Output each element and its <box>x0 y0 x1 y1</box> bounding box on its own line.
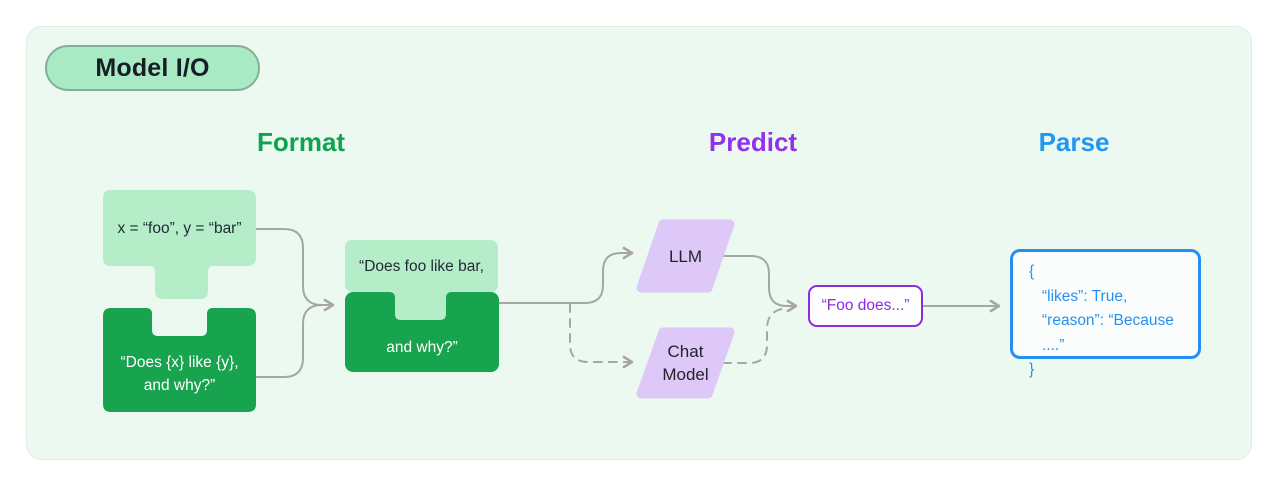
template-piece-shape <box>103 308 256 412</box>
vars-piece-shape <box>103 190 256 299</box>
connector-group <box>255 228 1001 378</box>
parsed-output-node: { “likes”: True, “reason”: “Because ....… <box>1010 249 1201 378</box>
model-io-badge: Model I/O <box>45 45 260 91</box>
parse-header: Parse <box>1038 127 1110 157</box>
merged-piece-dark-shape <box>345 292 499 372</box>
edge-template-to-merge <box>255 304 323 378</box>
llm-output-label: “Foo does...” <box>821 297 910 314</box>
chat-model-shape <box>636 327 735 399</box>
edge-merged-to-llm <box>498 246 634 304</box>
edge-merged-to-chatmodel <box>569 303 634 369</box>
parsed-line-reason: “reason”: “Because ....” <box>1042 312 1174 354</box>
model-io-badge-label: Model I/O <box>95 53 210 82</box>
parsed-line-close-brace: } <box>1029 361 1035 378</box>
edge-llm-to-output <box>721 255 798 313</box>
predict-header: Predict <box>708 127 798 157</box>
edge-chatmodel-to-output <box>722 308 783 364</box>
llm-shape <box>636 219 735 293</box>
llm-output-node: “Foo does...” <box>808 285 923 327</box>
parsed-line-likes: “likes”: True, <box>1042 287 1128 305</box>
edge-vars-to-merge <box>255 228 335 312</box>
merged-piece-light-shape <box>345 240 498 320</box>
parsed-line-open-brace: { <box>1029 263 1035 280</box>
format-header: Format <box>256 127 346 157</box>
